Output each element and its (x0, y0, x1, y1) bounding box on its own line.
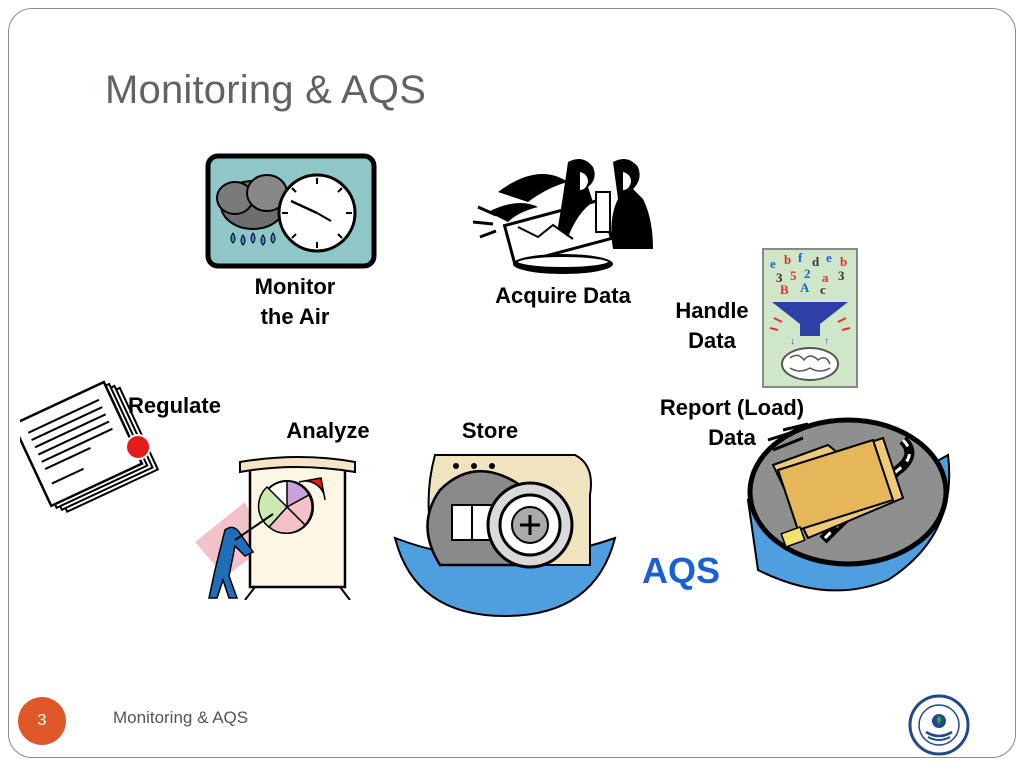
svg-text:3: 3 (776, 270, 783, 285)
vault-icon (393, 454, 617, 618)
label-report-line2: Data (708, 425, 756, 450)
label-monitor-line1: Monitor (254, 274, 336, 299)
people-reading-data-icon (472, 158, 653, 274)
aqs-label: AQS (642, 550, 721, 591)
svg-text:d: d (812, 254, 820, 269)
label-store: Store (461, 418, 519, 443)
svg-text:A: A (800, 280, 810, 295)
slide-number-badge: 3 (18, 697, 66, 745)
slide-number: 3 (37, 712, 47, 729)
label-monitor: Monitor the Air (230, 272, 360, 332)
label-report-line1: Report (Load) (659, 395, 805, 420)
svg-text:↓: ↓ (790, 336, 795, 347)
label-regulate: Regulate (128, 393, 221, 418)
label-analyze: Analyze (286, 418, 370, 443)
label-monitor-line2: the Air (260, 304, 330, 329)
svg-text:c: c (820, 282, 826, 297)
certificate-seal-icon (20, 380, 160, 514)
svg-text:b: b (784, 252, 791, 267)
svg-text:f: f (798, 250, 803, 265)
label-handle: Handle Data (660, 296, 764, 356)
label-acquire: Acquire Data (495, 283, 631, 308)
label-handle-line1: Handle (675, 298, 749, 323)
weather-gauge-icon (205, 153, 377, 269)
label-report: Report (Load) Data (640, 393, 824, 453)
folder-road-icon (746, 417, 951, 592)
svg-text:a: a (822, 270, 829, 285)
presenter-pie-chart-icon (195, 456, 356, 600)
svg-text:b: b (840, 254, 847, 269)
svg-text:↑: ↑ (824, 336, 829, 347)
epa-seal-logo (908, 694, 970, 756)
svg-text:e: e (770, 256, 776, 271)
footer-text: Monitoring & AQS (113, 708, 249, 727)
svg-text:3: 3 (838, 268, 845, 283)
slide-title: Monitoring & AQS (105, 68, 427, 112)
svg-text:e: e (826, 250, 832, 265)
label-handle-line2: Data (688, 328, 736, 353)
svg-text:B: B (780, 282, 789, 297)
svg-text:5: 5 (790, 268, 797, 283)
svg-text:2: 2 (804, 266, 811, 281)
